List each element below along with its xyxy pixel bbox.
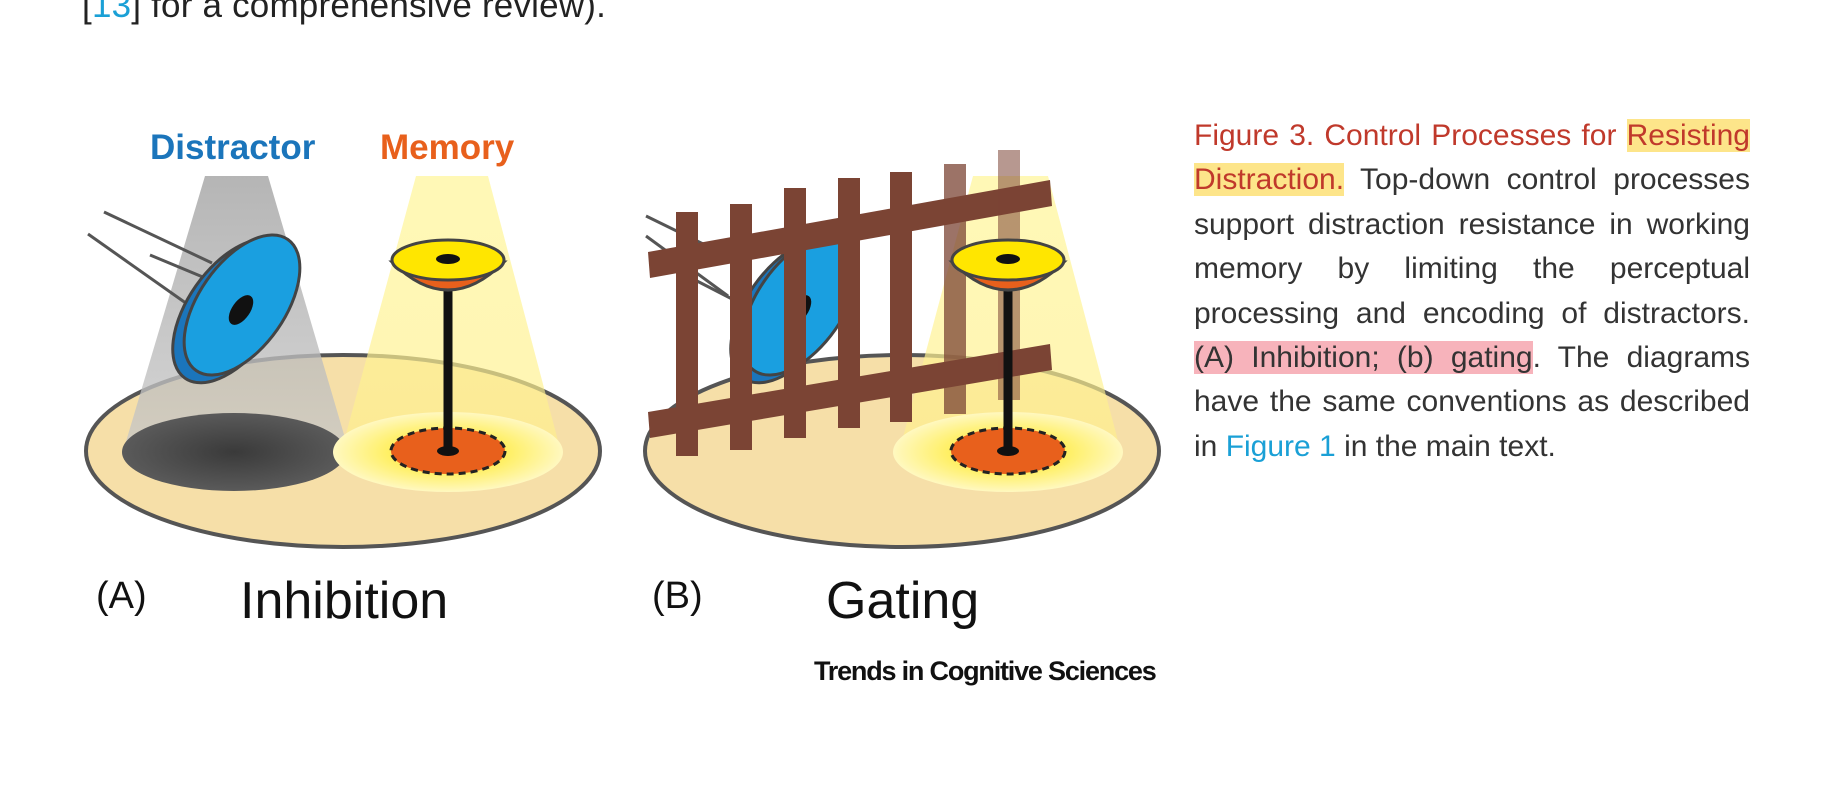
caption-highlight: (A) Inhibition; (b) gating bbox=[1194, 341, 1533, 375]
memory-disc-hole bbox=[436, 254, 460, 264]
panel-b-letter: (B) bbox=[652, 575, 703, 617]
citation-link[interactable]: 13 bbox=[91, 0, 132, 25]
caption-body-2: . The diagrams have the same conventions… bbox=[1194, 341, 1751, 463]
memory-object bbox=[948, 238, 1068, 452]
memory-object bbox=[388, 238, 508, 452]
caption-body-1: Top-down control processes support distr… bbox=[1194, 163, 1750, 330]
gate-post bbox=[676, 212, 698, 456]
panel-a-letter: (A) bbox=[96, 575, 147, 617]
memory-disc-hole bbox=[996, 254, 1020, 264]
gate bbox=[648, 150, 1052, 456]
journal-source-label: Trends in Cognitive Sciences bbox=[814, 656, 1157, 686]
text-suffix: ] for a comprehensive review). bbox=[131, 0, 607, 25]
gate-post bbox=[730, 204, 752, 450]
panel-a-title: Inhibition bbox=[240, 572, 448, 630]
panel-b-diagram: (B) Gating bbox=[643, 150, 1161, 630]
distractor-label: Distractor bbox=[150, 128, 316, 167]
panel-b-title: Gating bbox=[826, 572, 979, 630]
memory-label: Memory bbox=[380, 128, 515, 167]
figure-1-link[interactable]: Figure 1 bbox=[1225, 429, 1336, 463]
motion-line bbox=[87, 232, 191, 308]
gate-post bbox=[944, 164, 966, 414]
distractor-object bbox=[87, 210, 302, 385]
distractor-shadow bbox=[122, 413, 346, 491]
caption-body-3: in the main text. bbox=[1335, 429, 1556, 463]
gate-post bbox=[784, 188, 806, 438]
figure-caption: Figure 3. Control Processes for Resistin… bbox=[1194, 114, 1750, 469]
motion-line bbox=[103, 210, 213, 265]
gate-post bbox=[890, 172, 912, 422]
caption-title: Figure 3. Control Processes for bbox=[1194, 119, 1617, 152]
preceding-text-line: [13] for a comprehensive review). bbox=[82, 0, 606, 26]
panel-a-diagram: Distractor Memory (A) Inhibition bbox=[84, 128, 602, 630]
text-prefix: [ bbox=[82, 0, 92, 25]
figure-illustration: Distractor Memory (A) Inhibition bbox=[84, 128, 1161, 630]
gate-post bbox=[838, 178, 860, 428]
distractor-disc-hole bbox=[228, 295, 254, 325]
